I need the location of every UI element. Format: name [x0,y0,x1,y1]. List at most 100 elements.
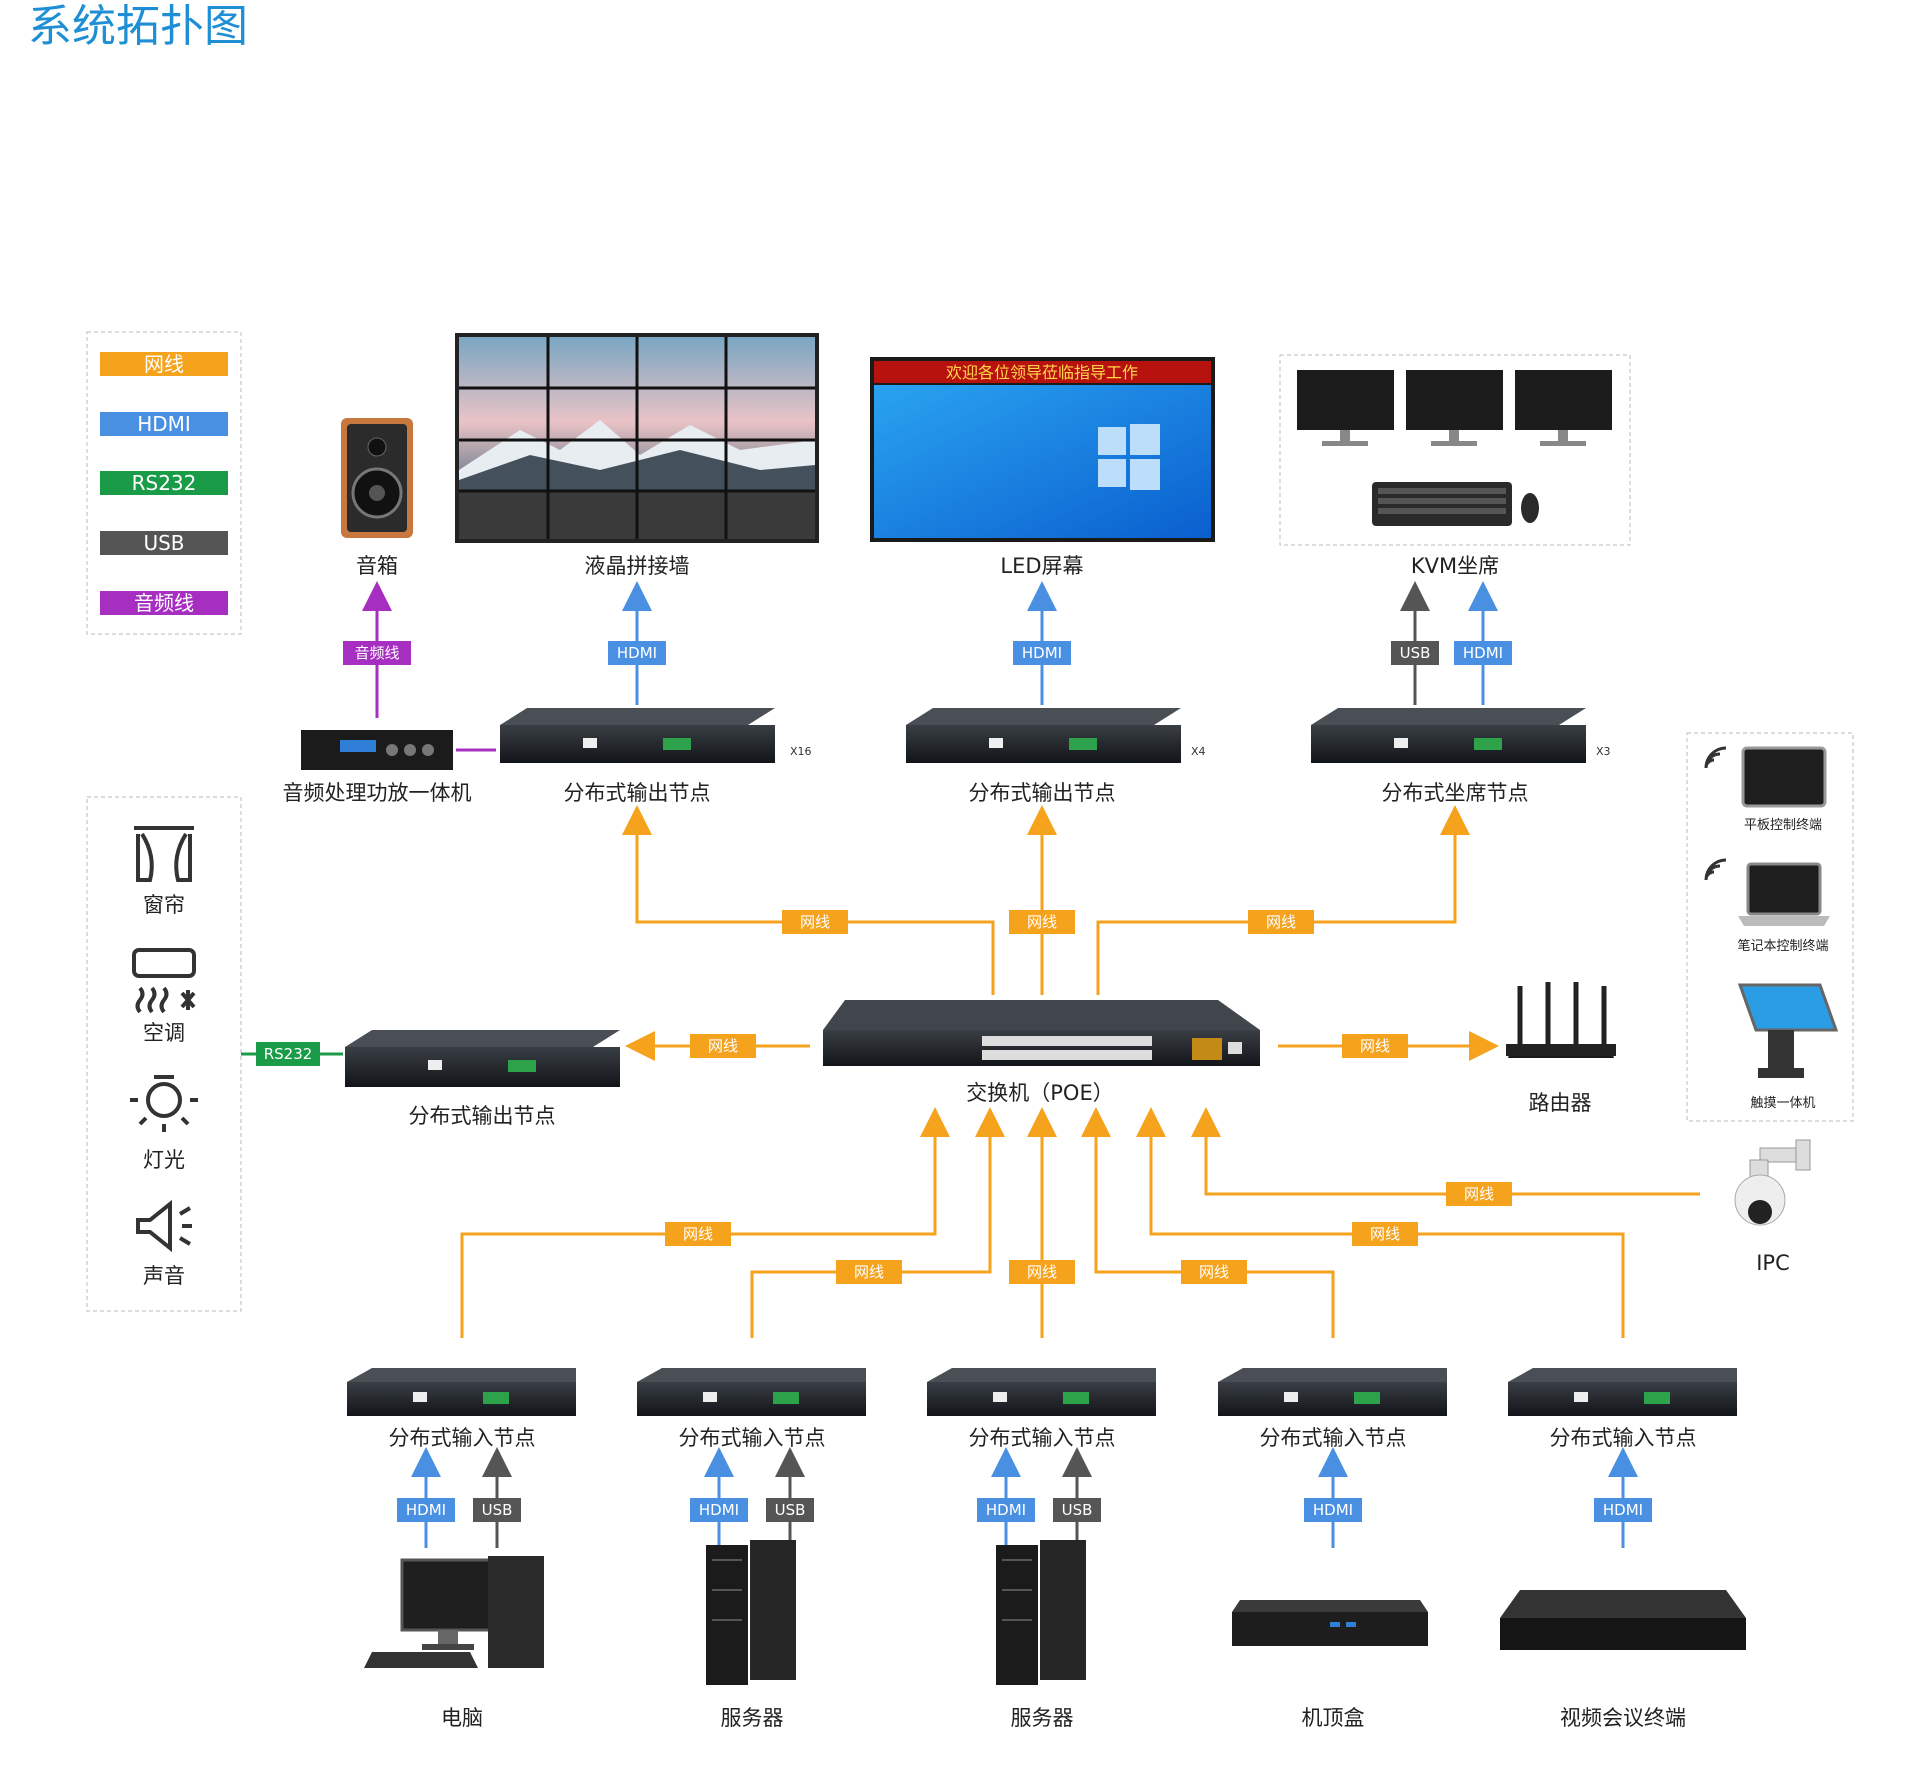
input-node-3: 分布式输入节点 [927,1368,1156,1450]
laptop-label: 笔记本控制终端 [1737,938,1828,954]
ipc-camera: IPC [1734,1139,1811,1275]
net-tag-top-3: 网线 [1266,913,1296,931]
input-net-links [460,1107,1700,1338]
router: 路由器 [1506,982,1616,1115]
curtain-icon [134,826,194,882]
input-net-tags: 网线 网线 网线 网线 网线 网线 [665,1182,1512,1284]
source-1-label: 电脑 [441,1706,483,1730]
hdmi-tag-src-3: HDMI [986,1501,1026,1519]
page-title: 系统拓扑图 [28,1,248,52]
sound-icon [136,1199,192,1253]
source-3-label: 服务器 [1011,1706,1074,1730]
control-panel: 平板控制终端 笔记本控制终端 触摸一体机 [1686,732,1854,1122]
net-tag-router: 网线 [1360,1037,1390,1055]
kiosk-label: 触摸一体机 [1750,1096,1815,1111]
top-net-links [622,805,1470,995]
ac-label: 空调 [143,1021,185,1045]
ipc-label: IPC [1756,1251,1790,1275]
videowall-hdmi-link: HDMI [608,581,666,705]
net-tag-in-1: 网线 [683,1225,713,1243]
hdmi-tag-src-5: HDMI [1603,1501,1643,1519]
audio-tag: 音频线 [354,644,399,662]
net-tag-output3: 网线 [708,1037,738,1055]
audio-amp-label: 音频处理功放一体机 [283,781,472,805]
source-2-label: 服务器 [721,1706,784,1730]
computer: 电脑 [364,1556,544,1730]
router-net-link: 网线 [1278,1031,1499,1061]
usb-tag-kvm: USB [1400,644,1431,662]
switch-label: 交换机（POE） [966,1081,1113,1105]
env-panel: 窗帘 空调 灯光 声音 [86,796,242,1312]
speaker: 音箱 [341,418,413,578]
kvm-label: KVM坐席 [1411,554,1499,578]
laptop-icon [1738,862,1830,926]
speaker-label: 音箱 [356,554,398,578]
hdmi-tag-src-4: HDMI [1313,1501,1353,1519]
kiosk-icon [1737,983,1839,1078]
speaker-audio-link: 音频线 [343,581,411,718]
legend: 网线 HDMI RS232 USB 音频线 [86,331,242,635]
input-node-4-label: 分布式输入节点 [1260,1426,1407,1450]
net-tag-in-4: 网线 [1199,1263,1229,1281]
input-node-3-label: 分布式输入节点 [969,1426,1116,1450]
led-banner: 欢迎各位领导莅临指导工作 [946,363,1138,382]
net-tag-in-3: 网线 [1027,1263,1057,1281]
net-tag-top-2: 网线 [1027,913,1057,931]
input-node-1: 分布式输入节点 [347,1368,576,1450]
hdmi-tag-2: HDMI [1022,644,1062,662]
source-4-label: 机顶盒 [1302,1706,1365,1730]
ac-icon [132,948,196,1014]
kvm-seat: KVM坐席 [1279,354,1631,578]
input-node-2: 分布式输入节点 [637,1368,866,1450]
output-node-1-label: 分布式输出节点 [564,781,711,805]
hdmi-tag-1: HDMI [617,644,657,662]
net-tag-ipc: 网线 [1464,1185,1494,1203]
video-conference-terminal: 视频会议终端 [1500,1590,1746,1730]
kvm-links: USB HDMI [1391,581,1512,705]
source-tags: HDMI USB HDMI USB HDMI USB HDMI HDMI [397,1498,1652,1522]
input-node-4: 分布式输入节点 [1218,1368,1447,1450]
video-wall: 液晶拼接墙 [455,333,819,578]
light-bulb-icon [130,1075,198,1132]
net-tag-in-2: 网线 [854,1263,884,1281]
usb-tag-src-3: USB [1062,1501,1093,1519]
input-node-1-label: 分布式输入节点 [389,1426,536,1450]
output-node-2-count: X4 [1191,745,1206,758]
server-2: 服务器 [996,1540,1086,1730]
led-screen: 欢迎各位领导莅临指导工作 LED屏幕 [870,357,1215,578]
seat-node-count: X3 [1596,745,1611,758]
seat-node: X3 分布式坐席节点 [1311,708,1611,805]
legend-hdmi-label: HDMI [137,412,191,436]
led-label: LED屏幕 [1000,554,1083,578]
legend-usb: USB [100,531,228,555]
tablet-icon [1741,746,1827,808]
legend-hdmi: HDMI [100,412,228,436]
top-net-tags: 网线 网线 网线 [782,910,1314,934]
router-label: 路由器 [1529,1091,1592,1115]
legend-audio-label: 音频线 [134,591,194,615]
legend-rs232-label: RS232 [132,471,197,495]
poe-switch: 交换机（POE） [823,1000,1260,1105]
usb-tag-src-1: USB [482,1501,513,1519]
sound-label: 声音 [143,1264,185,1288]
output-node-1-count: X16 [790,745,812,758]
net-tag-in-5: 网线 [1370,1225,1400,1243]
wifi-icon-2 [1704,858,1727,881]
output-node-1: X16 分布式输出节点 [500,708,812,805]
output3-net-link: 网线 [625,1031,810,1061]
rs232-tag: RS232 [264,1045,313,1063]
input-node-2-label: 分布式输入节点 [679,1426,826,1450]
audio-amp: 音频处理功放一体机 [283,730,496,805]
input-node-5: 分布式输入节点 [1508,1368,1737,1450]
legend-rs232: RS232 [100,471,228,495]
legend-net-label: 网线 [144,352,184,376]
set-top-box: 机顶盒 [1232,1600,1428,1730]
curtain-label: 窗帘 [143,893,185,917]
source-5-label: 视频会议终端 [1560,1706,1686,1730]
hdmi-tag-src-2: HDMI [699,1501,739,1519]
videowall-label: 液晶拼接墙 [585,554,690,578]
seat-node-label: 分布式坐席节点 [1382,781,1529,805]
hdmi-tag-kvm: HDMI [1463,644,1503,662]
server-1: 服务器 [706,1540,796,1730]
